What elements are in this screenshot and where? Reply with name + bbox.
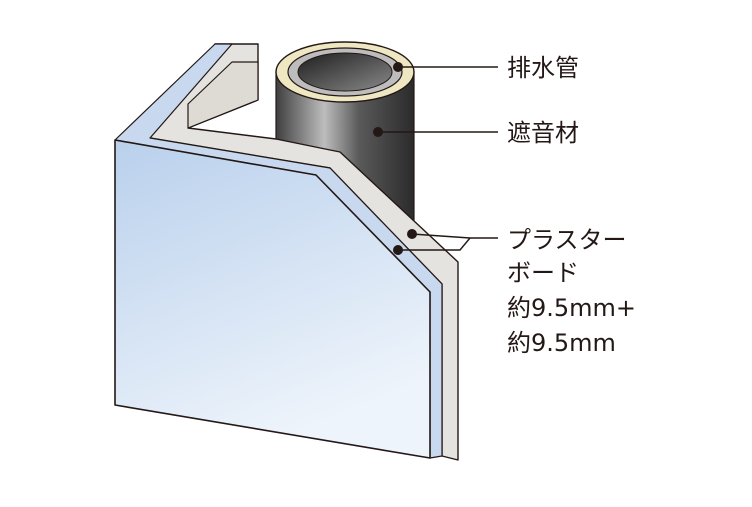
plasterboard-wall <box>114 43 459 461</box>
leader-line-plasterboard-2 <box>398 237 471 251</box>
label-drain-pipe: 排水管 <box>507 54 579 82</box>
leader-dot-plasterboard-outer <box>407 229 417 239</box>
label-thickness-line1: 約9.5mm+ <box>507 294 637 322</box>
leader-dot-drain-pipe <box>393 62 403 72</box>
board-inner-face <box>187 61 259 129</box>
board-front-face <box>114 139 431 459</box>
leader-dot-plasterboard-inner <box>393 245 403 255</box>
label-thickness-line2: 約9.5mm <box>507 329 616 357</box>
label-plasterboard-line1: プラスター <box>507 226 627 254</box>
label-plasterboard-line2: ボード <box>507 259 579 287</box>
pipe-opening <box>297 52 393 92</box>
label-sound-insulation: 遮音材 <box>507 119 579 147</box>
leader-dot-sound-insulation <box>373 127 383 137</box>
leader-lines <box>373 62 498 255</box>
